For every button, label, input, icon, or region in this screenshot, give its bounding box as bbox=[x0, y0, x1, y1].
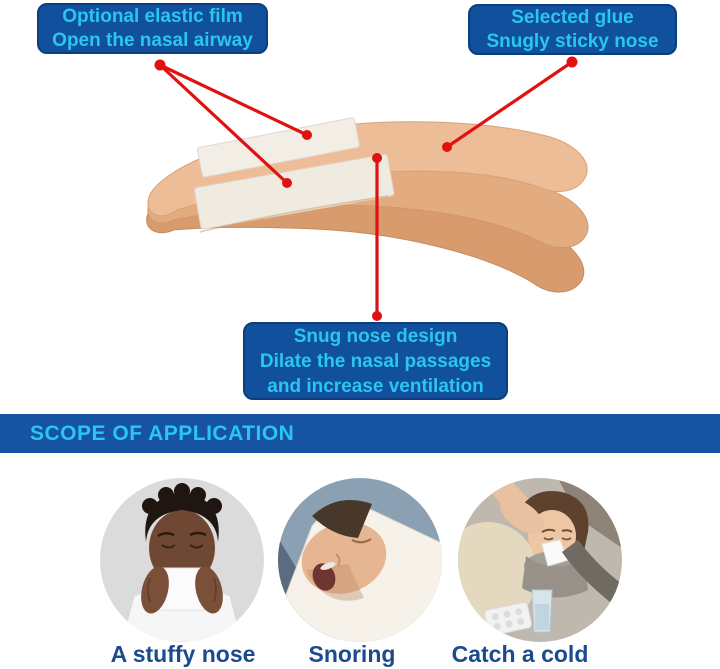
callout-glue-line2: Snugly sticky nose bbox=[486, 30, 659, 52]
callout-elastic-film-line1: Optional elastic film bbox=[62, 5, 243, 27]
callout-snug-design-line2: Dilate the nasal passages bbox=[259, 350, 492, 372]
man-blowing-nose-illustration bbox=[100, 478, 264, 642]
app-label-stuffy-nose: A stuffy nose bbox=[110, 641, 256, 667]
section-title: SCOPE OF APPLICATION bbox=[30, 421, 295, 445]
callout-glue: Selected glue Snugly sticky nose bbox=[468, 4, 677, 55]
photo-catch-a-cold bbox=[458, 478, 622, 642]
callout-elastic-film-line2: Open the nasal airway bbox=[52, 29, 253, 51]
photo-stuffy-nose bbox=[100, 478, 264, 642]
woman-with-cold-illustration bbox=[458, 478, 622, 642]
man-snoring-illustration bbox=[278, 478, 442, 642]
callout-snug-design-line3: and increase ventilation bbox=[267, 375, 484, 397]
nasal-strip-product-image bbox=[142, 56, 592, 321]
callout-snug-design-line1: Snug nose design bbox=[293, 325, 458, 347]
app-label-snoring: Snoring bbox=[308, 641, 396, 667]
photo-snoring bbox=[278, 478, 442, 642]
callout-elastic-film: Optional elastic film Open the nasal air… bbox=[37, 3, 268, 54]
callout-snug-design: Snug nose design Dilate the nasal passag… bbox=[243, 322, 508, 400]
app-label-catch-a-cold: Catch a cold bbox=[451, 641, 589, 667]
callout-pointer-lines bbox=[154, 56, 578, 321]
elastic-film-pieces bbox=[193, 117, 395, 233]
callout-glue-line1: Selected glue bbox=[511, 6, 634, 28]
section-header-bar: SCOPE OF APPLICATION bbox=[0, 414, 720, 453]
